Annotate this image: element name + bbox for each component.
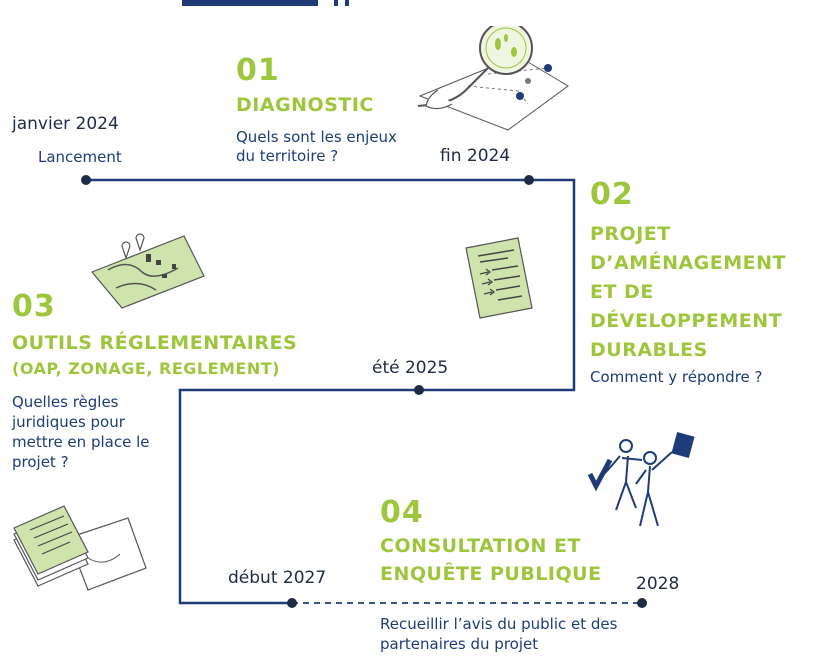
step-3-question: Quelles règles juridiques pour mettre en…: [12, 393, 150, 471]
step-2-title: PROJET D’AMÉNAGEMENT ET DE DÉVELOPPEMENT…: [590, 223, 787, 361]
milestone-dot-4: [287, 598, 297, 608]
milestone-5-date: 2028: [636, 574, 680, 594]
milestone-dot-1: [81, 175, 91, 185]
milestone-1-date: janvier 2024: [12, 114, 119, 134]
magnifier-map-icon: [417, 26, 569, 131]
step-3-number: 03: [12, 289, 56, 324]
step-1-number: 01: [236, 53, 280, 88]
milestone-dot-2: [524, 175, 534, 185]
step-4-question: Recueillir l’avis du public et des parte…: [380, 615, 618, 653]
step-3-subtitle: (OAP, ZONAGE, REGLEMENT): [12, 359, 280, 378]
step-4-title: CONSULTATION ET ENQUÊTE PUBLIQUE: [380, 535, 602, 585]
people-celebrating-icon: [587, 432, 695, 527]
documents-stack-icon: [13, 505, 147, 591]
document-list-icon: [465, 237, 533, 319]
milestone-2-date: fin 2024: [440, 146, 511, 166]
milestone-3-date: été 2025: [372, 358, 449, 378]
timeline-path: [86, 178, 576, 605]
map-pins-icon: [91, 233, 205, 309]
milestone-dot-5: [637, 598, 647, 608]
step-4-number: 04: [380, 495, 424, 530]
step-1-title: DIAGNOSTIC: [236, 94, 374, 116]
step-3-title: OUTILS RÉGLEMENTAIRES: [12, 332, 298, 354]
top-decoration: [182, 0, 349, 6]
milestone-dot-3: [414, 385, 424, 395]
step-2-number: 02: [590, 177, 634, 212]
milestone-1-label: Lancement: [38, 148, 122, 166]
milestone-4-date: début 2027: [228, 568, 327, 588]
step-1-question: Quels sont les enjeux du territoire ?: [236, 128, 397, 165]
step-2-question: Comment y répondre ?: [590, 368, 763, 386]
